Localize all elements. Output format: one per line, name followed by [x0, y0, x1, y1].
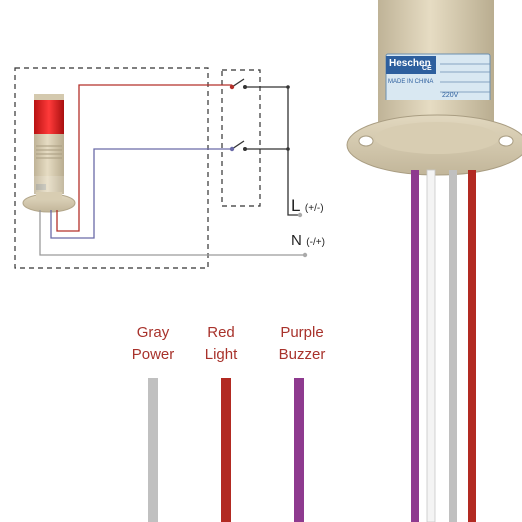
rating-label: 220V	[442, 92, 459, 99]
product-wire-purple	[411, 170, 419, 522]
tower-light-base-icon	[346, 0, 522, 176]
gray-circuit-wire	[39, 210, 305, 256]
legend-color-name: Red	[207, 324, 235, 341]
product-wire-red	[468, 170, 476, 522]
terminal-n-label: N (-/+)	[291, 232, 325, 250]
switch-blue	[229, 140, 247, 152]
legend-label-gray: Gray Power	[118, 322, 188, 366]
blue-circuit-wire	[50, 148, 232, 239]
legend-function: Buzzer	[278, 346, 326, 363]
legend-function: Light	[204, 346, 238, 363]
terminal-l-polarity: (+/-)	[304, 203, 324, 214]
legend-color-name: Purple	[280, 324, 324, 341]
red-circuit-wire	[56, 84, 232, 232]
legend-wire-gray	[148, 378, 158, 522]
switch-red	[229, 78, 247, 90]
terminal-l-dot	[297, 212, 303, 218]
junction-dot	[286, 147, 290, 151]
legend-wire-red	[221, 378, 231, 522]
terminal-l-label: L (+/-)	[291, 196, 324, 216]
legend-function: Power	[131, 346, 175, 363]
device-enclosure-dashed	[14, 67, 209, 269]
product-wire-gray	[449, 170, 457, 522]
legend-label-purple: Purple Buzzer	[267, 322, 337, 366]
terminal-n-polarity: (-/+)	[306, 237, 325, 248]
tower-light-icon	[22, 94, 76, 213]
legend-color-name: Gray	[136, 324, 170, 341]
brand-label: Heschen	[389, 58, 431, 69]
terminal-l-letter: L	[291, 196, 301, 215]
terminal-n-dot	[302, 252, 308, 258]
junction-dot	[286, 85, 290, 89]
ce-mark: CE	[422, 65, 432, 72]
switch-box-dashed	[221, 69, 261, 207]
terminal-n-letter: N	[291, 232, 302, 249]
supply-bus-line	[245, 86, 300, 216]
product-wire-white	[426, 169, 436, 522]
legend-label-red: Red Light	[186, 322, 256, 366]
legend-wire-purple	[294, 378, 304, 522]
origin-label: MADE IN CHINA	[388, 79, 434, 85]
